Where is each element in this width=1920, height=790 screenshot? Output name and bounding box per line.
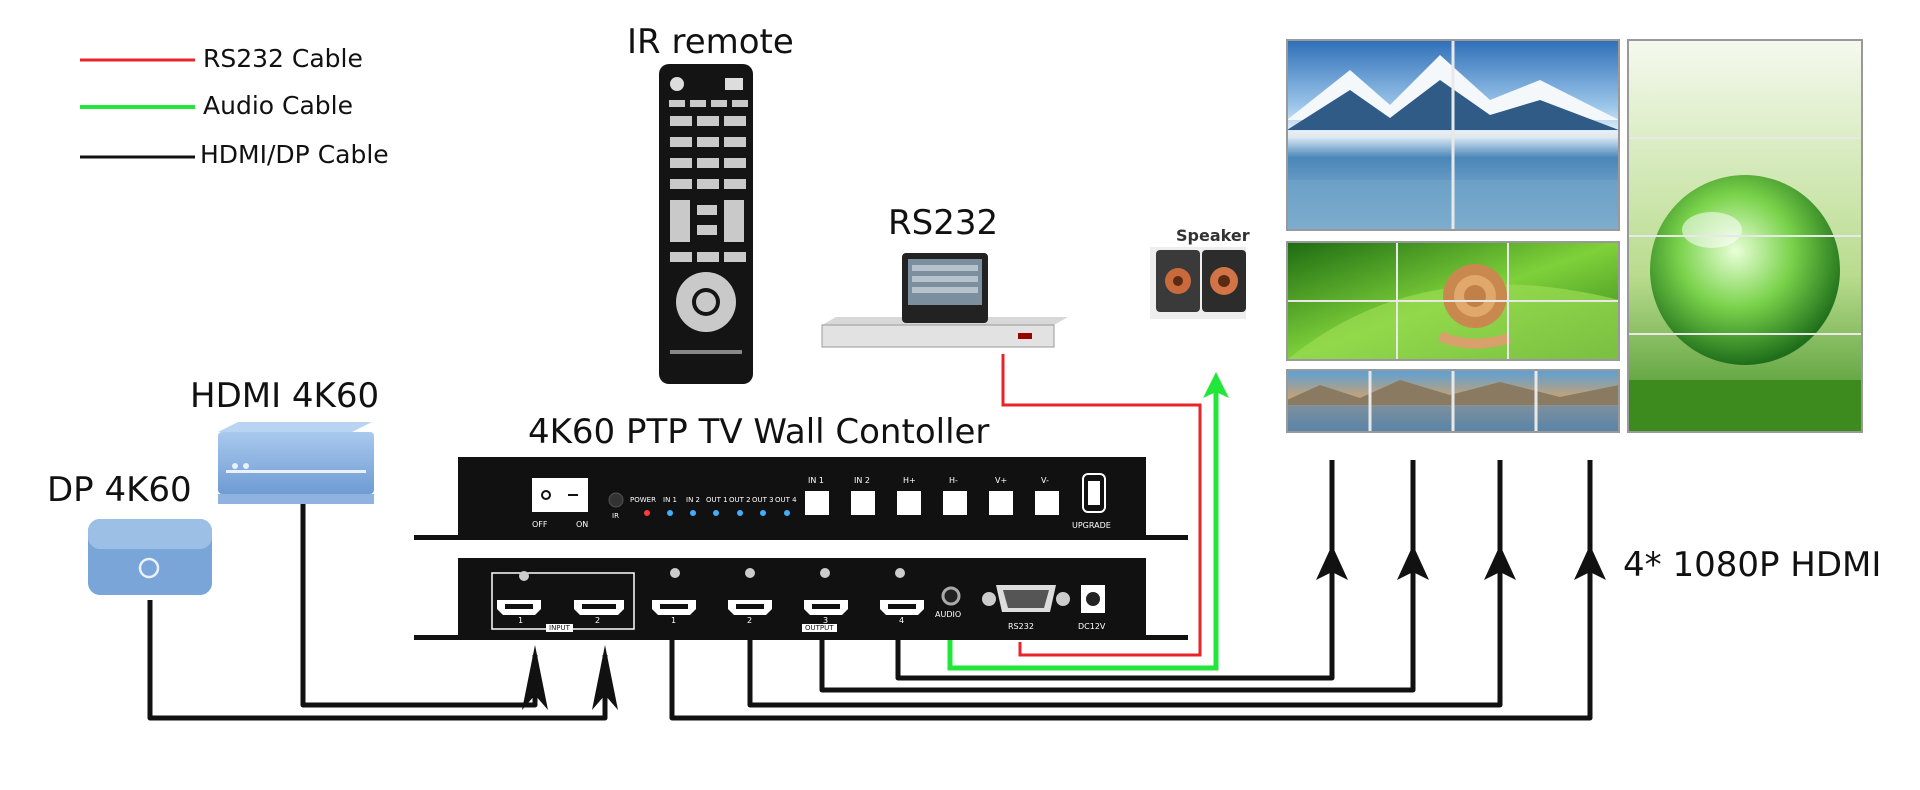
arrow-wall-3 [1484,545,1516,580]
arrow-wall-2 [1397,545,1429,580]
ir-remote-icon [659,64,753,384]
output-port-3-label: 3 [823,616,829,625]
switch-off-label: OFF [532,520,548,529]
button-in1-label: IN 1 [808,476,824,485]
input-port-2-label: 2 [595,616,601,625]
dp-source-icon [88,519,212,595]
ir-remote-label: IR remote [627,22,794,62]
video-wall-icon [1286,39,1863,433]
usb-label: UPGRADE [1072,521,1111,530]
audio-cable [947,390,1219,671]
button-hplus-label: H+ [903,476,916,485]
led-out2-label: OUT 2 [729,496,751,504]
power-switch [532,478,588,512]
output-port-1-label: 1 [671,616,677,625]
outputs-label: 4* 1080P HDMI [1623,545,1882,585]
controller-front-panel [414,457,1188,540]
speaker-label: Speaker [1176,226,1250,245]
dc-port-label: DC12V [1078,622,1106,631]
button-vminus-label: V- [1041,476,1049,485]
arrow-wall-1 [1316,545,1348,580]
arrow-wall-4 [1574,545,1606,580]
output-port-4-label: 4 [899,616,905,625]
led-out3-label: OUT 3 [752,496,774,504]
legend-rs232-label: RS232 Cable [203,44,363,73]
rs232-touch-panel-icon [821,253,1068,348]
controller-title: 4K60 PTP TV Wall Contoller [528,412,990,452]
input-port-1-label: 1 [518,616,524,625]
speaker-icon [1150,247,1246,319]
controller-rear-panel [414,558,1188,640]
output-port-2-label: 2 [747,616,753,625]
rs232-label: RS232 [888,203,999,243]
output-group-label: OUTPUT [802,624,837,632]
ir-label: IR [612,512,619,520]
audio-port-label: AUDIO [935,610,962,619]
legend-audio-label: Audio Cable [203,91,353,120]
rs232-port [982,585,1070,612]
input-group-label: INPUT [546,624,573,632]
dp-source-label: DP 4K60 [47,470,192,510]
led-out1-label: OUT 1 [706,496,728,504]
legend-hdmi-label: HDMI/DP Cable [200,140,389,169]
arrow-input-1 [522,645,548,710]
button-in2-label: IN 2 [854,476,870,485]
led-in1-label: IN 1 [663,496,677,504]
rs232-port-label: RS232 [1008,622,1034,631]
led-in2-label: IN 2 [686,496,700,504]
audio-arrow [1203,372,1229,398]
button-hminus-label: H- [949,476,958,485]
hdmi-player-icon [218,422,374,504]
led-power-label: POWER [630,496,656,504]
switch-on-label: ON [576,520,589,529]
audio-jack [941,586,961,606]
hdmi-source-label: HDMI 4K60 [190,376,380,416]
button-vplus-label: V+ [995,476,1008,485]
ir-sensor [608,492,624,508]
rs232-cable [1001,354,1202,657]
usb-port [1082,473,1106,513]
led-out4-label: OUT 4 [775,496,797,504]
arrow-input-2 [592,645,618,710]
